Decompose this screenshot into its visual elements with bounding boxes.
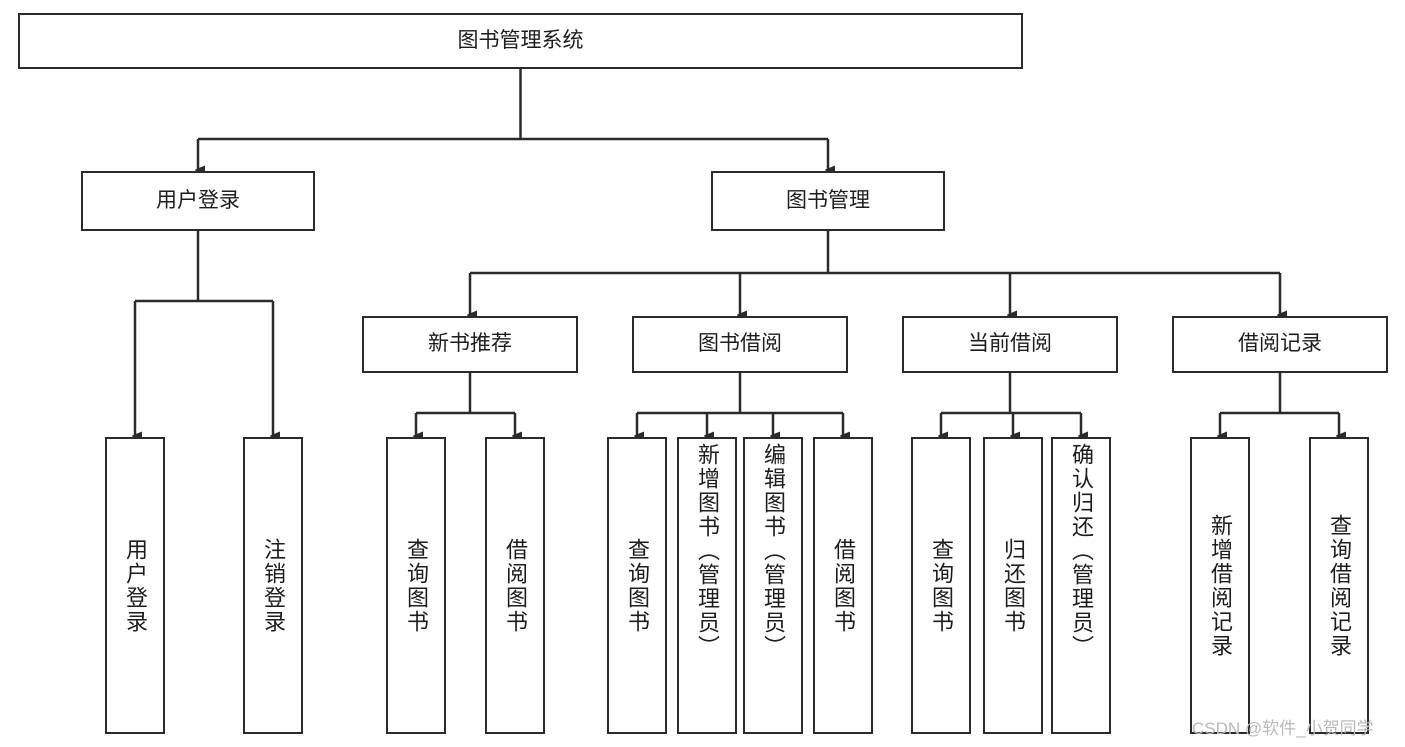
node-leaf-bw-edit[interactable]: 编辑图书（管理员） bbox=[743, 437, 803, 734]
node-borrow[interactable]: 图书借阅 bbox=[632, 316, 848, 373]
node-label: 注销登录 bbox=[261, 537, 286, 634]
node-label: 当前借阅 bbox=[968, 332, 1052, 356]
node-label: 图书借阅 bbox=[698, 332, 782, 356]
node-leaf-cur-back[interactable]: 归还图书 bbox=[983, 437, 1043, 734]
node-root[interactable]: 图书管理系统 bbox=[18, 13, 1023, 69]
node-leaf-bw-add[interactable]: 新增图书（管理员） bbox=[677, 437, 737, 734]
node-label: 借阅图书 bbox=[503, 537, 528, 634]
node-leaf-bw-query[interactable]: 查询图书 bbox=[607, 437, 667, 734]
node-current[interactable]: 当前借阅 bbox=[902, 316, 1118, 373]
node-leaf-login[interactable]: 用户登录 bbox=[105, 437, 165, 734]
node-leaf-nb-borrow[interactable]: 借阅图书 bbox=[485, 437, 545, 734]
node-label: 新增借阅记录 bbox=[1208, 513, 1233, 658]
node-label: 用户登录 bbox=[123, 537, 148, 634]
node-label: 编辑图书（管理员） bbox=[761, 443, 786, 659]
node-leaf-bw-lend[interactable]: 借阅图书 bbox=[813, 437, 873, 734]
node-label: 新增图书（管理员） bbox=[695, 443, 720, 659]
node-label: 查询图书 bbox=[404, 537, 429, 634]
node-label: 图书管理系统 bbox=[457, 28, 584, 52]
node-label: 归还图书 bbox=[1001, 537, 1026, 634]
node-label: 图书管理 bbox=[786, 188, 870, 212]
node-records[interactable]: 借阅记录 bbox=[1172, 316, 1388, 373]
node-label: 借阅记录 bbox=[1238, 332, 1322, 356]
node-leaf-rec-query[interactable]: 查询借阅记录 bbox=[1309, 437, 1369, 734]
node-label: 借阅图书 bbox=[831, 537, 856, 634]
node-leaf-nb-query[interactable]: 查询图书 bbox=[386, 437, 446, 734]
node-label: 用户登录 bbox=[156, 188, 240, 212]
node-leaf-cur-query[interactable]: 查询图书 bbox=[911, 437, 971, 734]
node-label: 确认归还（管理员） bbox=[1069, 443, 1094, 659]
node-newbook[interactable]: 新书推荐 bbox=[362, 316, 578, 373]
node-login[interactable]: 用户登录 bbox=[81, 171, 315, 231]
node-bookmgmt[interactable]: 图书管理 bbox=[711, 171, 945, 231]
node-label: 查询借阅记录 bbox=[1327, 513, 1352, 658]
node-label: 查询图书 bbox=[625, 537, 650, 634]
node-leaf-rec-add[interactable]: 新增借阅记录 bbox=[1190, 437, 1250, 734]
node-leaf-logout[interactable]: 注销登录 bbox=[243, 437, 303, 734]
node-leaf-cur-conf[interactable]: 确认归还（管理员） bbox=[1051, 437, 1111, 734]
node-label: 新书推荐 bbox=[428, 332, 512, 356]
csdn-watermark: CSDN @软件_小贺同学 bbox=[1192, 719, 1374, 738]
node-label: 查询图书 bbox=[929, 537, 954, 634]
